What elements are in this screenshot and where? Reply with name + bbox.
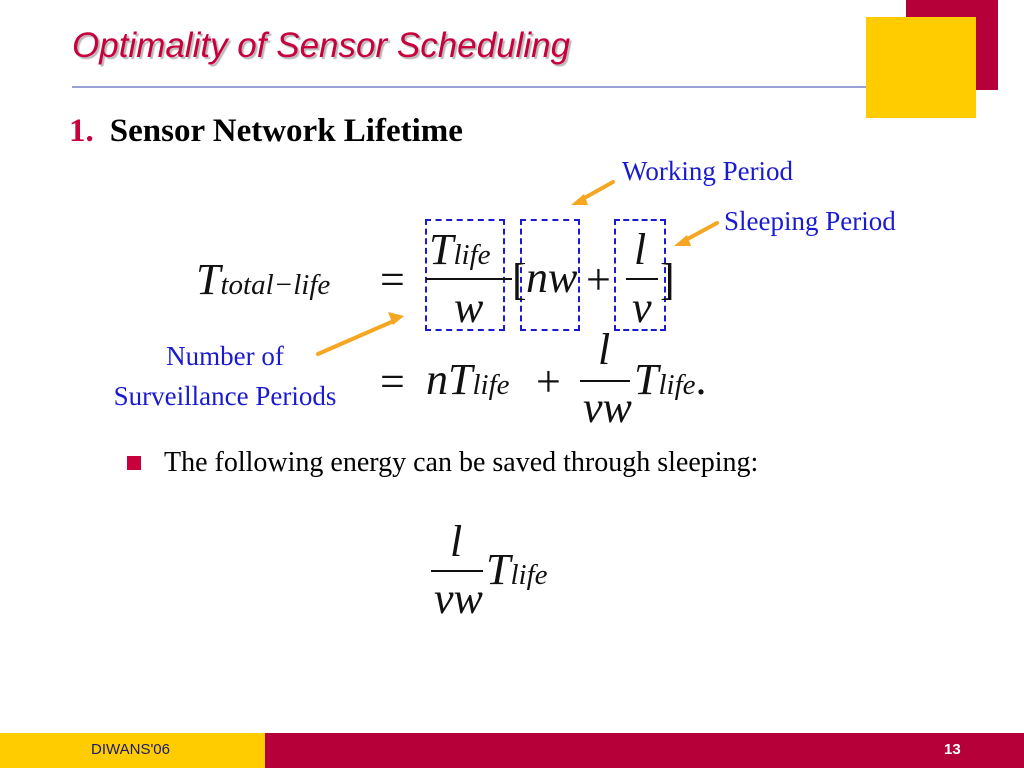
frac1-denominator: w (454, 283, 484, 332)
plus-sign-1: + (586, 255, 611, 304)
fraction-bar-1 (426, 278, 512, 280)
frac2-numerator: l (634, 225, 647, 274)
sleeping-period-label: Sleeping Period (724, 206, 896, 236)
line2-frac-numerator: l (598, 325, 611, 374)
bullet-marker (127, 456, 141, 470)
term-nw: nw (526, 253, 578, 302)
surveillance-label-line1: Number of (166, 341, 284, 371)
line2-frac-denominator: vw (583, 383, 632, 432)
saved-frac-denominator: vw (434, 574, 483, 623)
saved-T: T (486, 545, 511, 594)
saved-frac-numerator: l (450, 517, 463, 566)
bracket-open: [ (512, 255, 527, 304)
frac2-denominator: v (632, 283, 652, 332)
term-T-subscript: life (472, 369, 510, 401)
saved-T-subscript: life (510, 559, 548, 591)
frac1-num-T: T (429, 225, 454, 274)
bracket-close: ] (660, 255, 675, 304)
section-heading-text: Sensor Network Lifetime (109, 113, 463, 149)
plus-sign-2: + (536, 357, 561, 406)
arrow-surveillance-periods (316, 318, 398, 356)
equals-sign-1: = (380, 255, 405, 304)
arrowhead-surveillance-periods (388, 312, 404, 325)
title-divider (72, 86, 866, 88)
arrowhead-working-period (571, 194, 588, 205)
arrowhead-sleeping-period (674, 235, 691, 246)
highlight-box-l-over-v (614, 219, 666, 331)
equation-lhs: Ttotal−life (196, 258, 330, 302)
working-period-label: Working Period (622, 156, 794, 186)
page-number: 13 (944, 741, 961, 758)
term-T: T (448, 355, 473, 404)
saved-T-life: Tlife (486, 548, 548, 592)
term-T2-subscript: life (658, 369, 696, 401)
section-heading: 1. Sensor Network Lifetime (69, 113, 463, 150)
term-T2: T (634, 355, 659, 404)
fraction-bar-2 (626, 278, 658, 280)
fraction-bar-saved (431, 570, 483, 572)
fraction-bar-3 (580, 380, 630, 382)
equation-period: . (695, 355, 707, 404)
equals-sign-2: = (380, 357, 405, 406)
surveillance-label-line2: Surveillance Periods (113, 381, 337, 411)
term-n-T-life: nTlife (426, 358, 510, 402)
frac1-num-subscript: life (453, 239, 491, 271)
highlight-box-nw (520, 219, 580, 331)
highlight-box-life-over-w (425, 219, 505, 331)
term-T-life-2: Tlife. (634, 358, 707, 402)
term-n: n (426, 355, 448, 404)
slide-title: Optimality of Sensor Scheduling (72, 26, 571, 65)
lhs-subscript: total−life (220, 269, 331, 301)
bullet-text: The following energy can be saved throug… (164, 447, 759, 478)
section-number: 1. (69, 113, 94, 149)
corner-decoration-yellow (866, 17, 976, 118)
surveillance-periods-label: Number of Surveillance Periods (72, 336, 378, 416)
footer-label-panel (0, 733, 265, 768)
footer-label: DIWANS'06 (91, 741, 170, 758)
frac1-numerator: Tlife (429, 228, 491, 272)
lhs-symbol-T: T (196, 255, 221, 304)
